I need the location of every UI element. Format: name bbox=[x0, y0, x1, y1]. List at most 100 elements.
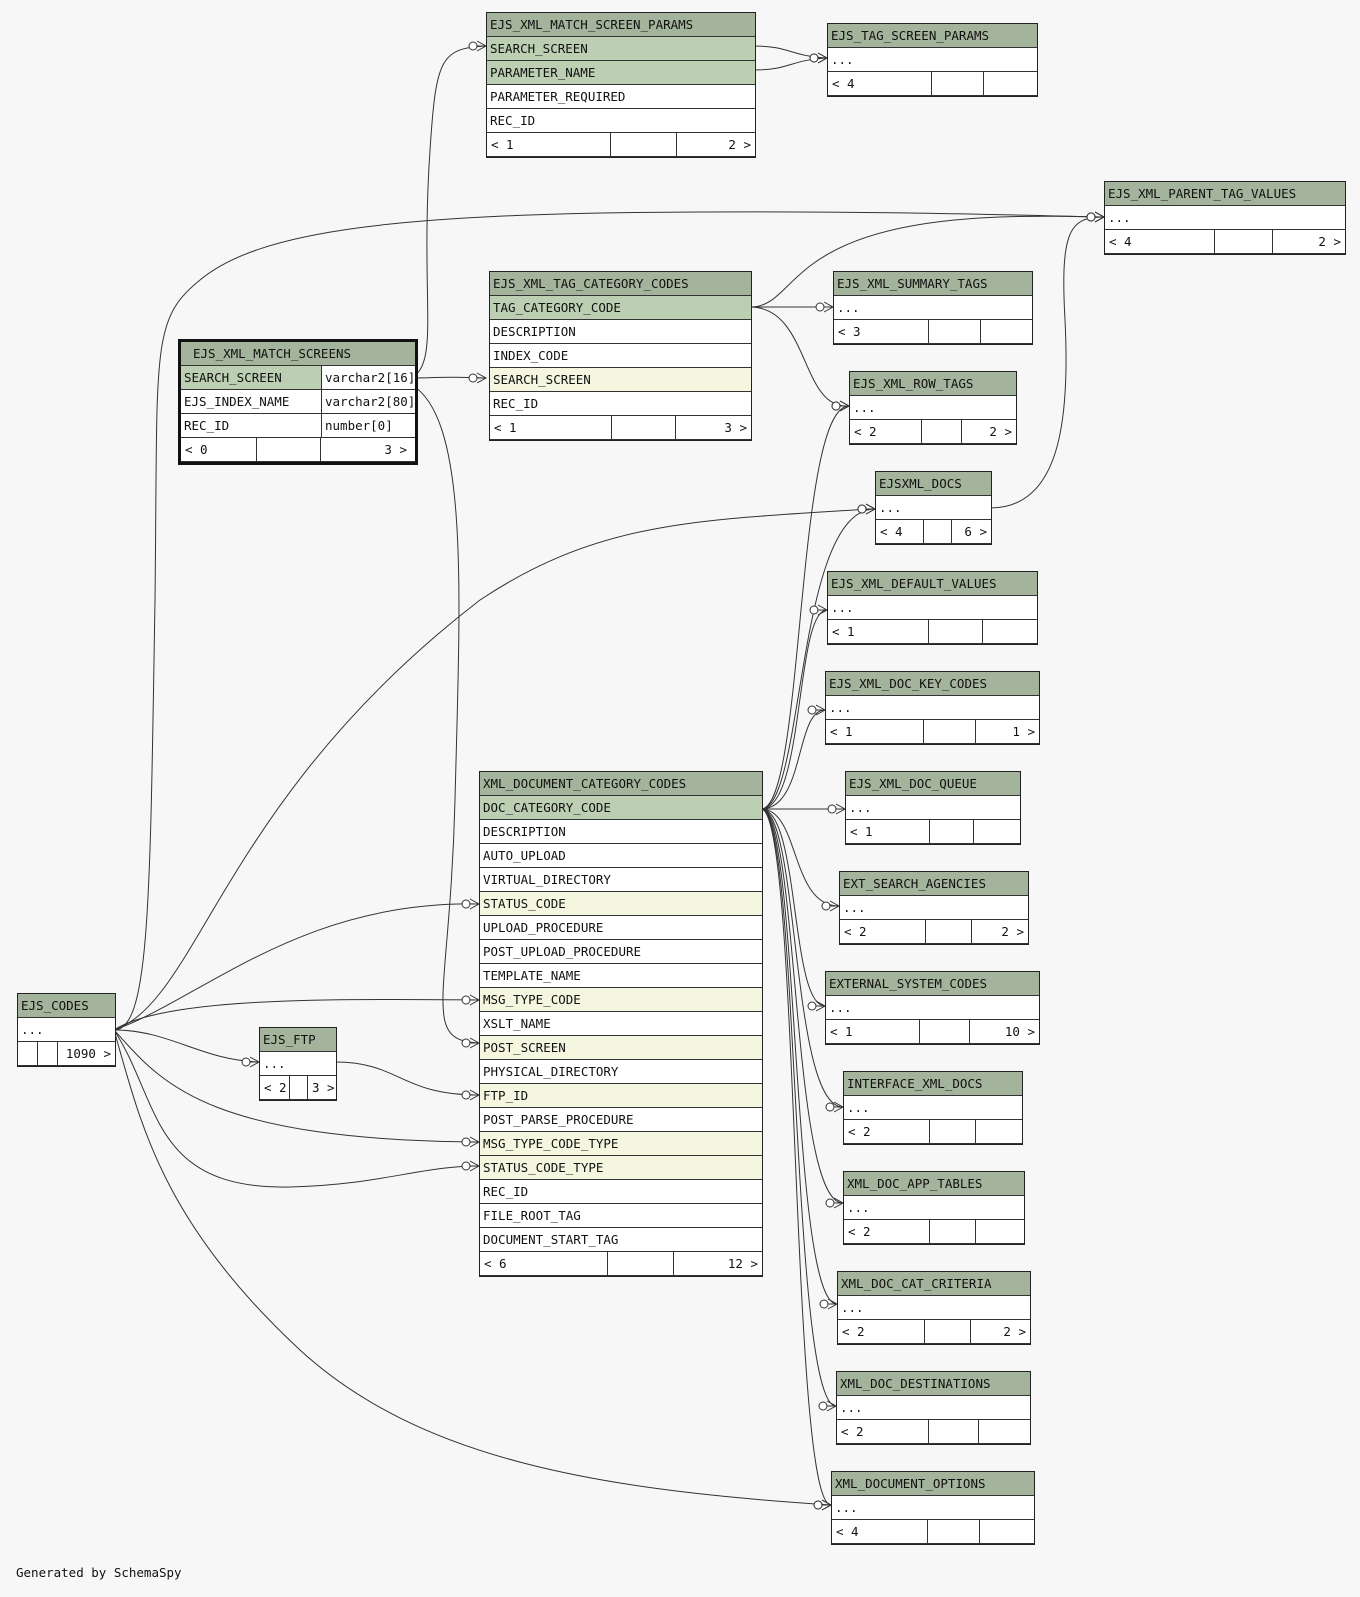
table-header[interactable]: EJS_XML_SUMMARY_TAGS bbox=[834, 272, 1032, 296]
parents-count[interactable]: < 3 bbox=[834, 320, 929, 343]
collapsed-columns: ... bbox=[828, 48, 1037, 72]
column-name: STATUS_CODE bbox=[483, 896, 566, 911]
table-header[interactable]: EJSXML_DOCS bbox=[876, 472, 991, 496]
table-header[interactable]: XML_DOCUMENT_CATEGORY_CODES bbox=[480, 772, 762, 796]
row-count bbox=[922, 420, 962, 443]
parents-count[interactable]: < 4 bbox=[876, 520, 924, 543]
table-header[interactable]: EJS_CODES bbox=[18, 994, 115, 1018]
table-ejs-tag-screen-params[interactable]: EJS_TAG_SCREEN_PARAMS...< 4 bbox=[827, 23, 1038, 97]
table-header[interactable]: EJS_XML_PARENT_TAG_VALUES bbox=[1105, 182, 1345, 206]
children-count bbox=[984, 72, 1037, 95]
column-name: ... bbox=[21, 1022, 44, 1037]
parents-count[interactable]: < 2 bbox=[844, 1120, 930, 1143]
parents-count[interactable]: < 1 bbox=[828, 620, 929, 643]
table-header[interactable]: EJS_XML_TAG_CATEGORY_CODES bbox=[490, 272, 751, 296]
children-count[interactable]: 1 > bbox=[1012, 724, 1035, 739]
table-header[interactable]: EJS_XML_MATCH_SCREENS bbox=[181, 342, 415, 366]
table-header[interactable]: EJS_XML_DEFAULT_VALUES bbox=[828, 572, 1037, 596]
table-header[interactable]: EJS_FTP bbox=[260, 1028, 336, 1052]
optional-marker bbox=[813, 1500, 823, 1510]
row-count bbox=[928, 1520, 980, 1543]
children-count[interactable]: 6 > bbox=[964, 524, 987, 539]
parents-count[interactable]: < 1 bbox=[487, 133, 611, 156]
children-count[interactable]: 3 > bbox=[312, 1080, 335, 1095]
table-header[interactable]: EJS_TAG_SCREEN_PARAMS bbox=[828, 24, 1037, 48]
table-ejs-xml-tag-category-codes[interactable]: EJS_XML_TAG_CATEGORY_CODES TAG_CATEGORY_C… bbox=[489, 271, 752, 441]
column-name: PHYSICAL_DIRECTORY bbox=[483, 1064, 619, 1079]
table-interface-xml-docs[interactable]: INTERFACE_XML_DOCS...< 2 bbox=[843, 1071, 1023, 1145]
children-count[interactable]: 3 > bbox=[724, 420, 747, 435]
table-footer: < 4 bbox=[832, 1520, 1034, 1544]
children-count[interactable]: 2 > bbox=[989, 424, 1012, 439]
collapsed-columns: ... bbox=[828, 596, 1037, 620]
table-xml-document-options[interactable]: XML_DOCUMENT_OPTIONS...< 4 bbox=[831, 1471, 1035, 1545]
children-count[interactable]: 12 > bbox=[727, 1256, 758, 1271]
table-header[interactable]: EXT_SEARCH_AGENCIES bbox=[840, 872, 1028, 896]
parents-count[interactable]: < 1 bbox=[490, 416, 612, 439]
parents-count[interactable]: < 2 bbox=[838, 1320, 925, 1343]
table-header[interactable]: EJS_XML_ROW_TAGS bbox=[850, 372, 1016, 396]
parents-count[interactable]: < 6 bbox=[480, 1252, 608, 1275]
optional-marker bbox=[461, 995, 471, 1005]
column-name: DOCUMENT_START_TAG bbox=[483, 1232, 619, 1247]
column-name: REC_ID bbox=[184, 418, 230, 433]
column-name: ... bbox=[847, 1200, 870, 1215]
table-footer: < 2 bbox=[837, 1420, 1030, 1444]
table-xml-doc-app-tables[interactable]: XML_DOC_APP_TABLES... < 2 bbox=[843, 1171, 1025, 1245]
parents-count[interactable]: < 4 bbox=[1105, 230, 1215, 253]
children-count[interactable]: 2 > bbox=[1001, 924, 1024, 939]
children-count[interactable]: 1090 > bbox=[65, 1046, 111, 1061]
table-ejs-xml-summary-tags[interactable]: EJS_XML_SUMMARY_TAGS...< 3 bbox=[833, 271, 1033, 345]
children-count bbox=[974, 820, 1020, 843]
children-count[interactable]: 2 > bbox=[1318, 234, 1341, 249]
table-header[interactable]: EXTERNAL_SYSTEM_CODES bbox=[826, 972, 1039, 996]
table-header[interactable]: XML_DOC_CAT_CRITERIA bbox=[838, 1272, 1030, 1296]
crows-foot-marker bbox=[1094, 211, 1106, 223]
parents-count[interactable]: < 1 bbox=[826, 1020, 920, 1043]
crows-foot-marker bbox=[469, 898, 481, 910]
parents-count[interactable]: < 0 bbox=[181, 438, 257, 461]
parents-count[interactable]: < 4 bbox=[828, 72, 932, 95]
children-count[interactable]: 2 > bbox=[728, 137, 751, 152]
parents-count[interactable]: < 2 bbox=[850, 420, 922, 443]
table-header[interactable]: XML_DOC_DESTINATIONS bbox=[837, 1372, 1030, 1396]
table-header[interactable]: XML_DOC_APP_TABLES bbox=[844, 1172, 1024, 1196]
children-count bbox=[976, 1220, 1024, 1243]
parents-count[interactable]: < 1 bbox=[846, 820, 930, 843]
table-header[interactable]: EJS_XML_DOC_QUEUE bbox=[846, 772, 1020, 796]
table-xml-doc-destinations[interactable]: XML_DOC_DESTINATIONS...< 2 bbox=[836, 1371, 1031, 1445]
table-header[interactable]: INTERFACE_XML_DOCS bbox=[844, 1072, 1022, 1096]
table-footer: < 3 bbox=[834, 320, 1032, 344]
row-count bbox=[929, 1420, 979, 1443]
collapsed-columns: ... bbox=[876, 496, 991, 520]
parents-count[interactable]: < 1 bbox=[826, 720, 924, 743]
table-header[interactable]: EJS_XML_MATCH_SCREEN_PARAMS bbox=[487, 13, 755, 37]
table-ejs-xml-default-values[interactable]: EJS_XML_DEFAULT_VALUES...< 1 bbox=[827, 571, 1038, 645]
table-header[interactable]: XML_DOCUMENT_OPTIONS bbox=[832, 1472, 1034, 1496]
parents-count[interactable]: < 2 bbox=[844, 1220, 930, 1243]
parents-count[interactable]: < 2 bbox=[260, 1076, 290, 1099]
children-count[interactable]: 2 > bbox=[1003, 1324, 1026, 1339]
parents-count[interactable]: < 4 bbox=[832, 1520, 928, 1543]
table-header[interactable]: EJS_XML_DOC_KEY_CODES bbox=[826, 672, 1039, 696]
table-ejs-codes[interactable]: EJS_CODES... 1090 > bbox=[17, 993, 116, 1067]
parents-count[interactable]: < 2 bbox=[837, 1420, 929, 1443]
relationship-line bbox=[760, 808, 844, 1108]
children-count[interactable]: 10 > bbox=[1004, 1024, 1035, 1039]
parents-count[interactable]: < 2 bbox=[840, 920, 926, 943]
table-ejs-xml-doc-queue[interactable]: EJS_XML_DOC_QUEUE...< 1 bbox=[845, 771, 1021, 845]
column-name: VIRTUAL_DIRECTORY bbox=[483, 872, 611, 887]
children-count[interactable]: 3 > bbox=[384, 442, 407, 457]
column-name: TAG_CATEGORY_CODE bbox=[493, 300, 621, 315]
table-ejsxml-docs[interactable]: EJSXML_DOCS...< 4 6 > bbox=[875, 471, 992, 545]
